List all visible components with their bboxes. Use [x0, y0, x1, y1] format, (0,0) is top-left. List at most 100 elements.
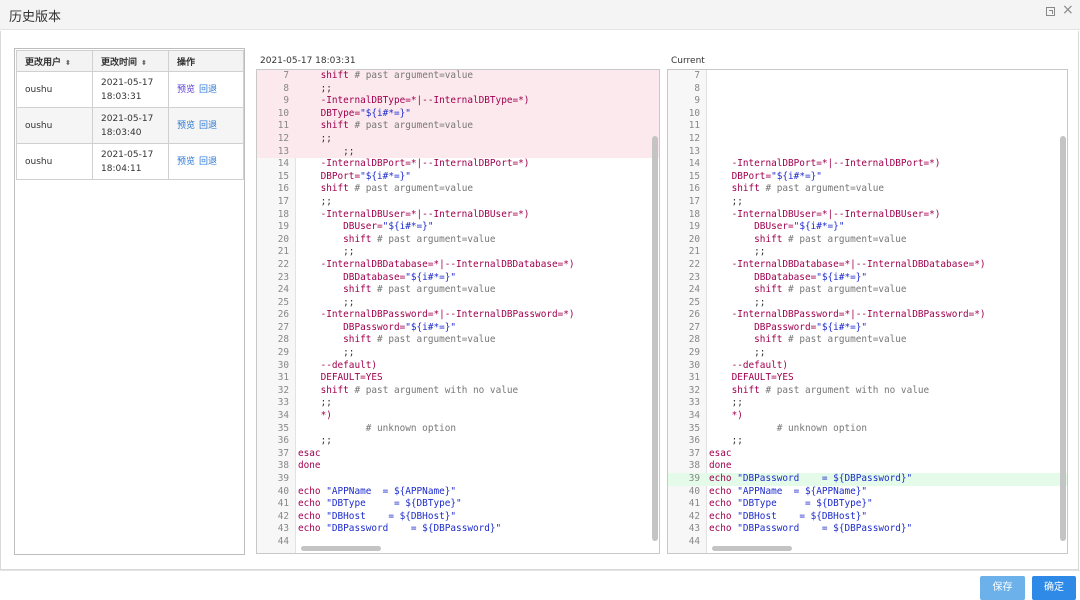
- column-time-header[interactable]: 更改时间⬍: [92, 50, 169, 72]
- line-number: 25: [277, 296, 289, 308]
- maximize-icon[interactable]: [1046, 7, 1055, 16]
- code-text: DBPassword="${i#*=}": [343, 321, 457, 333]
- sort-icon[interactable]: ⬍: [141, 58, 147, 67]
- code-line: 19 DBUser="${i#*=}": [257, 221, 659, 234]
- code-line: 23 DBDatabase="${i#*=}": [257, 272, 659, 285]
- line-number: 28: [277, 334, 289, 346]
- horizontal-scrollbar[interactable]: [712, 546, 792, 551]
- code-line: 25 ;;: [257, 297, 659, 310]
- dialog-footer: [0, 570, 1080, 600]
- code-line: 24 shift # past argument=value: [257, 284, 659, 297]
- code-line: 17 ;;: [668, 196, 1067, 209]
- code-text: -InternalDBDatabase=*|--InternalDBDataba…: [731, 258, 986, 270]
- line-number: 19: [277, 221, 289, 233]
- code-line: 28 shift # past argument=value: [668, 334, 1067, 347]
- code-text: ;;: [298, 246, 355, 258]
- code-line: 15 DBPort="${i#*=}": [257, 171, 659, 184]
- code-text: ;;: [709, 347, 766, 359]
- vertical-scrollbar[interactable]: [652, 136, 658, 541]
- code-text: shift # past argument=value: [320, 70, 473, 81]
- code-line: 39: [257, 473, 659, 486]
- code-text: echo "APPName = ${APPName}": [298, 485, 457, 497]
- left-pane-title: 2021-05-17 18:03:31: [260, 56, 356, 66]
- code-line: 29 ;;: [257, 347, 659, 360]
- line-number: 35: [688, 422, 700, 434]
- code-line: 26 -InternalDBPassword=*|--InternalDBPas…: [668, 309, 1067, 322]
- code-text: -InternalDBDatabase=*|--InternalDBDataba…: [320, 258, 575, 270]
- confirm-button[interactable]: 确定: [1032, 576, 1076, 600]
- line-number: 39: [688, 473, 700, 484]
- code-line: 30 --default): [257, 360, 659, 373]
- code-line: 13 ;;: [257, 145, 659, 159]
- line-number: 34: [277, 410, 289, 422]
- code-line: 21 ;;: [257, 246, 659, 259]
- line-number: 20: [277, 233, 289, 245]
- revert-link[interactable]: 回退: [199, 156, 218, 167]
- sort-icon[interactable]: ⬍: [65, 58, 71, 67]
- preview-link[interactable]: 预览: [177, 156, 196, 167]
- code-line: 19 DBUser="${i#*=}": [668, 221, 1067, 234]
- code-line: 12 ;;: [257, 132, 659, 146]
- line-number: 16: [688, 183, 700, 195]
- line-number: 14: [688, 158, 700, 170]
- code-text: shift # past argument=value: [320, 120, 473, 132]
- code-text: echo "DBPassword = ${DBPassword}": [709, 473, 913, 484]
- revert-link[interactable]: 回退: [199, 84, 218, 95]
- code-line: 32 shift # past argument with no value: [668, 385, 1067, 398]
- save-button[interactable]: 保存: [980, 576, 1025, 600]
- code-line: 9 -InternalDBType=*|--InternalDBType=*): [257, 95, 659, 108]
- code-text: echo "DBType = ${DBType}": [298, 498, 462, 510]
- dialog-title: 历史版本: [9, 10, 62, 25]
- preview-link[interactable]: 预览: [177, 84, 196, 95]
- code-line: 36 ;;: [668, 435, 1067, 448]
- preview-link[interactable]: 预览: [177, 120, 196, 131]
- column-user-header[interactable]: 更改用户⬍: [16, 50, 93, 72]
- line-number-gutter: [668, 70, 707, 553]
- vertical-scrollbar[interactable]: [1060, 136, 1066, 541]
- line-number: 36: [277, 435, 289, 447]
- code-text: -InternalDBPort=*|--InternalDBPort=*): [320, 158, 530, 170]
- code-text: DBDatabase="${i#*=}": [754, 271, 868, 283]
- line-number: 13: [688, 145, 700, 157]
- code-text: echo "DBType = ${DBType}": [709, 498, 873, 510]
- line-number: 14: [277, 158, 289, 170]
- code-line: 35 # unknown option: [668, 423, 1067, 436]
- line-number: 33: [688, 397, 700, 409]
- line-number: 31: [277, 372, 289, 384]
- code-text: ;;: [298, 82, 332, 94]
- code-text: ;;: [298, 195, 332, 207]
- line-number: 19: [688, 221, 700, 233]
- line-number: 12: [688, 132, 700, 144]
- code-line: 8: [668, 83, 1067, 96]
- line-number: 42: [277, 510, 289, 522]
- horizontal-scrollbar[interactable]: [301, 546, 381, 551]
- line-number: 32: [688, 384, 700, 396]
- code-text: DEFAULT=YES: [731, 372, 794, 384]
- line-number: 26: [277, 309, 289, 321]
- history-user: oushu: [16, 71, 93, 108]
- code-line: 33 ;;: [257, 397, 659, 410]
- line-number: 29: [688, 347, 700, 359]
- code-line: 29 ;;: [668, 347, 1067, 360]
- revert-link[interactable]: 回退: [199, 120, 218, 131]
- close-icon[interactable]: ×: [1062, 2, 1074, 18]
- line-number: 38: [688, 460, 700, 472]
- code-line: 11: [668, 120, 1067, 133]
- code-text: echo "DBPassword = ${DBPassword}": [709, 523, 913, 535]
- line-number: 32: [277, 384, 289, 396]
- line-number: 15: [688, 170, 700, 182]
- line-number: 11: [688, 120, 700, 132]
- line-number: 43: [688, 523, 700, 535]
- code-line: 35 # unknown option: [257, 423, 659, 436]
- line-number: 42: [688, 510, 700, 522]
- code-line: 17 ;;: [257, 196, 659, 209]
